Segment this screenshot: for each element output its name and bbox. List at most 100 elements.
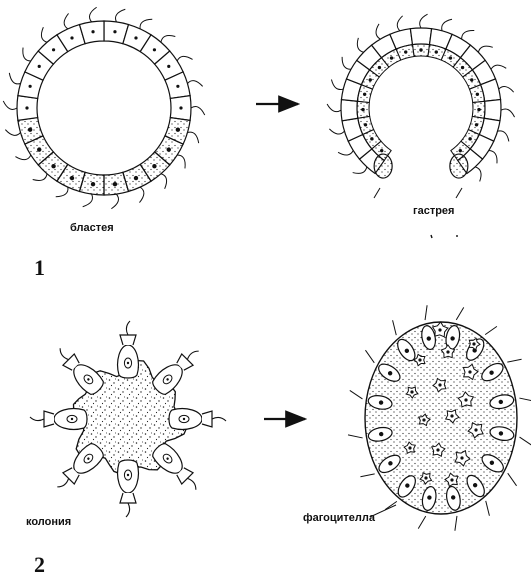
phagocytella-drawing <box>348 305 531 530</box>
phagocytella-flagellum <box>393 320 397 335</box>
colony-cell-flagellum <box>57 477 69 489</box>
colony-cell <box>118 321 139 378</box>
colony-cell-nucleolus <box>127 474 129 476</box>
inner-cell-nucleus <box>436 448 439 451</box>
blastea-nucleus <box>29 85 32 88</box>
blastea-cilium <box>83 194 93 207</box>
blastea-cilium <box>33 174 47 181</box>
gastrea-cilium <box>374 188 380 198</box>
blastea-nucleus <box>134 36 137 39</box>
label-gastrea: гастрея <box>413 205 454 217</box>
blastea-nucleus <box>152 164 156 168</box>
inner-cell-nucleus <box>450 478 453 481</box>
inner-cell-nucleus <box>468 370 471 373</box>
gastrea-cilium <box>338 151 353 156</box>
blastea-cilium <box>23 48 31 61</box>
label-phagocytella: фагоцителла <box>303 512 376 524</box>
blastea-nucleus <box>134 176 138 180</box>
inner-cell-nucleus <box>438 383 441 386</box>
blastea-nucleus <box>167 65 170 68</box>
phagocytella-flagellum <box>485 326 497 334</box>
gastrea-cilium <box>353 167 367 174</box>
phagocytella-flagellum <box>508 473 517 486</box>
colony-cell-flagellum <box>58 348 70 360</box>
blastea-cilium <box>15 155 30 160</box>
colony-cell-nucleolus <box>127 362 129 364</box>
phagocytella-flagellum <box>360 474 374 477</box>
gastrea-nucleus <box>419 48 422 51</box>
blastea-cilium <box>140 19 152 29</box>
colony-cell-flagellum <box>186 349 198 361</box>
inner-cell-nucleus <box>460 456 463 459</box>
blastea-drawing <box>3 7 205 208</box>
blastea-cilium <box>111 194 118 209</box>
gastrea-cilium <box>327 104 341 112</box>
gastrea-cilium <box>498 131 509 142</box>
gastrea-nucleus <box>369 78 372 81</box>
colony-cell-flagellum <box>212 417 226 421</box>
inner-cell-nucleus <box>472 342 475 345</box>
gastrea-nucleus <box>378 66 381 69</box>
panel-number-1: 1 <box>34 255 45 280</box>
gastrea-lip <box>450 154 468 178</box>
blastea-cilium <box>56 187 68 197</box>
blastea-nucleus <box>52 48 55 51</box>
blastea-cilium <box>3 101 17 110</box>
phagocytella-label-leader <box>370 505 396 517</box>
colony-cell <box>51 342 106 397</box>
blastea-nucleus <box>179 106 182 109</box>
blastea-cilium <box>161 36 175 43</box>
phagocytella-flagellum <box>455 516 457 531</box>
gastrea-cilium <box>456 188 462 198</box>
gastrea-cilium <box>420 14 428 28</box>
blastea-nucleus <box>37 147 41 151</box>
gastrea-cilium <box>357 38 363 52</box>
phagocytella-flagellum <box>365 350 374 363</box>
blastea-cilium <box>5 130 20 136</box>
inner-cell-nucleus <box>474 428 477 431</box>
blastea-nucleus <box>176 127 180 131</box>
gastrea-nucleus <box>364 123 367 126</box>
gastrea-cilium <box>489 151 497 164</box>
blastea-cilium <box>41 27 47 42</box>
phagocytella-flagellum <box>348 435 363 438</box>
gastrea-nucleus <box>468 137 471 140</box>
blastea-nucleus <box>167 147 171 151</box>
label-blastea: бластея <box>70 222 114 234</box>
colony-cell-collar <box>202 411 212 427</box>
gastrea-cilium <box>499 87 514 93</box>
gastrea-nucleus <box>477 108 480 111</box>
blastea-cell-ring <box>17 21 191 195</box>
phagocytella-flagellum <box>456 307 463 319</box>
blastea-nucleus <box>38 65 41 68</box>
gastrea-nucleus <box>370 137 373 140</box>
blastea-cilium <box>177 56 192 61</box>
blastea-cilium <box>187 81 202 87</box>
gastrea-nucleus <box>361 108 364 111</box>
gastrea-nucleus <box>461 66 464 69</box>
gastrea-cilium <box>442 19 452 31</box>
gastrea-cilium <box>475 167 481 182</box>
colony-drawing <box>30 321 226 517</box>
gastrea-cilium <box>329 129 344 134</box>
gastrea-cilium <box>491 65 506 69</box>
gastrea-cilium <box>331 79 343 89</box>
colony-cell-collar <box>120 335 136 345</box>
gastrea-nucleus <box>470 78 473 81</box>
colony-cell-flagellum <box>126 321 130 335</box>
colony-cell-flagellum <box>30 417 44 421</box>
colony-cell-nucleolus <box>183 418 185 420</box>
gastrea-ectoderm-cell <box>410 28 431 45</box>
gastrea-nucleus <box>390 56 393 59</box>
colony-cell-flagellum <box>126 503 130 517</box>
inner-cell-nucleus <box>450 414 453 417</box>
phagocytella-flagellum <box>418 516 425 528</box>
blastea-nucleus <box>153 48 156 51</box>
blastea-nucleus <box>70 176 74 180</box>
inner-cell-nucleus <box>464 398 467 401</box>
blastea-nucleus <box>113 30 116 33</box>
gastrea-cilium <box>342 57 351 69</box>
gastrea-nucleus <box>435 50 438 53</box>
phagocytella-body <box>365 322 517 514</box>
